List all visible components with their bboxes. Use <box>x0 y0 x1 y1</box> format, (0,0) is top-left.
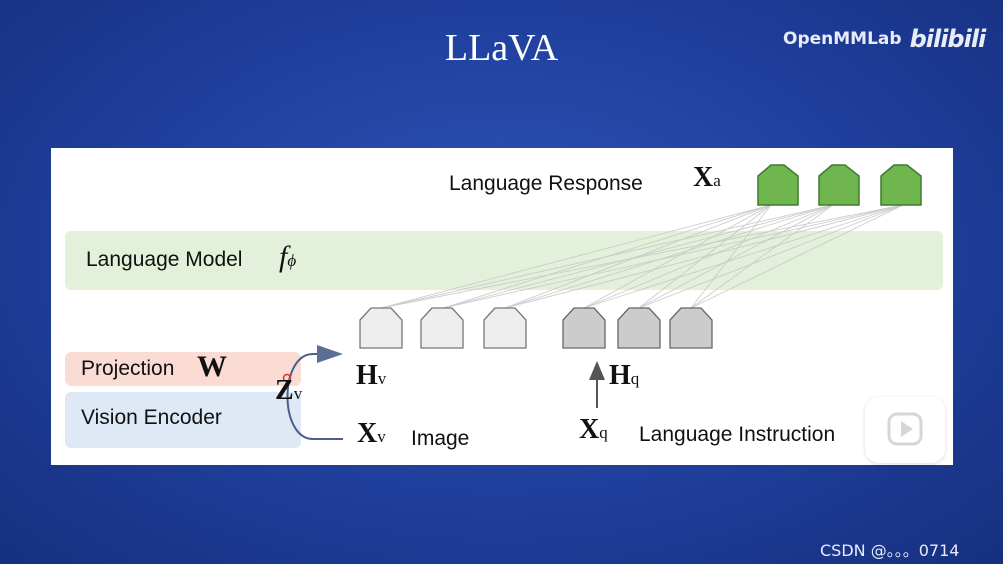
zv-symbol: Zv <box>275 375 302 407</box>
play-button[interactable] <box>865 397 945 463</box>
visual-token <box>483 307 527 349</box>
hv-symbol: Hv <box>356 360 386 392</box>
output-token <box>757 164 799 206</box>
xv-main: X <box>357 418 378 449</box>
output-token <box>818 164 860 206</box>
text-token <box>617 307 661 349</box>
brand-name: OpenMMLab <box>783 29 902 49</box>
language-response-label: Language Response <box>449 172 643 195</box>
text-token <box>669 307 713 349</box>
xa-main: X <box>693 162 714 193</box>
visual-token <box>420 307 464 349</box>
visual-tokens <box>359 307 527 349</box>
brand-logo: OpenMMLab bilibili <box>783 25 987 53</box>
text-token <box>562 307 606 349</box>
vision-encoder-label: Vision Encoder <box>81 406 222 429</box>
bilibili-logo: bilibili <box>909 25 987 53</box>
xa-sub: a <box>713 171 721 190</box>
cursor-marker <box>282 373 292 383</box>
encoder-flow-arrow <box>286 353 343 440</box>
hq-sub: q <box>630 369 640 388</box>
diagram-panel: Language Response Xa Language Model fϕ P… <box>51 148 953 465</box>
hq-main: H <box>609 360 631 391</box>
zv-sub: v <box>293 384 303 403</box>
image-label: Image <box>411 427 470 450</box>
output-token <box>880 164 922 206</box>
xq-sub: q <box>599 423 608 442</box>
f-main: f <box>279 240 288 273</box>
f-sub: ϕ <box>287 251 297 270</box>
encoder-arrowhead <box>317 345 343 363</box>
xv-symbol: Xv <box>357 418 386 450</box>
hv-main: H <box>356 360 378 391</box>
zv-main: Z <box>275 375 294 406</box>
hv-sub: v <box>377 369 387 388</box>
visual-token <box>359 307 403 349</box>
w-symbol: W <box>197 350 227 383</box>
instruction-arrowhead <box>589 361 605 380</box>
language-model-label: Language Model <box>86 248 243 271</box>
output-tokens <box>757 164 922 206</box>
xa-symbol: Xa <box>693 162 721 194</box>
text-tokens <box>562 307 713 349</box>
xq-symbol: Xq <box>579 414 608 446</box>
language-instruction-label: Language Instruction <box>639 423 836 446</box>
play-icon <box>887 412 923 446</box>
attention-lines <box>380 204 904 309</box>
projection-band <box>65 352 301 386</box>
hq-symbol: Hq <box>609 360 639 392</box>
xv-sub: v <box>377 427 386 446</box>
slide-title: LLaVA <box>444 27 559 69</box>
xq-main: X <box>579 414 600 445</box>
watermark: CSDN @。。。0714 <box>820 541 960 560</box>
projection-label: Projection <box>81 357 175 380</box>
diagram-graphics <box>282 164 922 440</box>
vision-encoder-band <box>65 392 301 448</box>
f-phi-symbol: fϕ <box>279 240 296 274</box>
